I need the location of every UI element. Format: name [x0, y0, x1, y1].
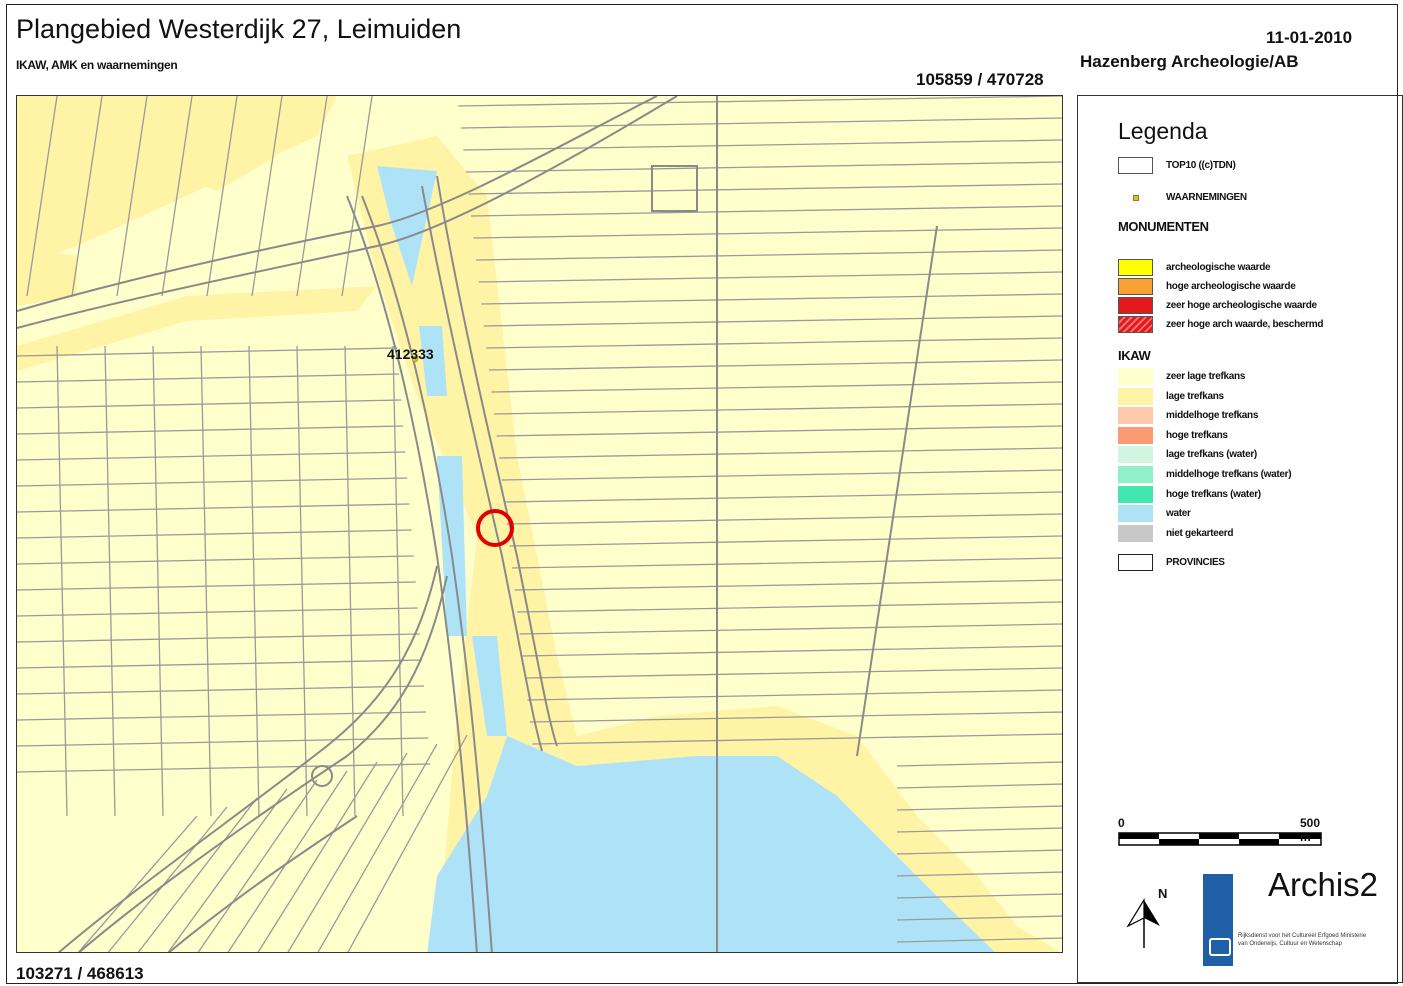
agency-text: Rijksdienst voor het Cultureel Erfgoed M… — [1238, 933, 1367, 947]
rce-logo-icon — [1203, 874, 1233, 966]
archis-brand: Archis2 — [1268, 866, 1379, 903]
legend-label: water — [1166, 508, 1191, 520]
legend-heading-ikaw: IKAW — [1118, 348, 1151, 363]
legend-label: archeologische waarde — [1166, 262, 1271, 273]
organization-label: Hazenberg Archeologie/AB — [1080, 52, 1299, 71]
parcel-lines-west — [17, 96, 468, 952]
legend-swatch — [1118, 407, 1153, 425]
legend-item-ikaw: hoge trefkans — [1118, 426, 1228, 445]
legend-label: zeer hoge archeologische waarde — [1166, 300, 1317, 311]
map-frame — [6, 4, 1398, 984]
legend-item-ikaw: middelhoge trefkans (water) — [1118, 465, 1292, 484]
coordinate-bottom-left: 103271 / 468613 — [16, 964, 144, 983]
legend-item-ikaw: hoge trefkans (water) — [1118, 485, 1261, 504]
coordinate-top-right: 105859 / 470728 — [916, 70, 1044, 89]
legend-item-ikaw: zeer lage trefkans — [1118, 367, 1245, 386]
legend-swatch — [1118, 387, 1153, 405]
legend-swatch-hatched — [1118, 316, 1153, 333]
legend-label: hoge archeologische waarde — [1166, 281, 1296, 292]
legend-swatch — [1118, 485, 1153, 503]
scale-bar: 0 500 m — [1118, 816, 1322, 846]
legend-swatch — [1118, 426, 1153, 444]
legend-swatch — [1118, 157, 1153, 174]
north-label: N — [1158, 886, 1168, 901]
legend-swatch — [1118, 278, 1153, 295]
map-title: Plangebied Westerdijk 27, Leimuiden — [16, 14, 462, 44]
legend-swatch — [1118, 446, 1153, 464]
roundabout-icon — [311, 765, 333, 787]
north-arrow-icon: N — [1124, 886, 1174, 955]
map-subtitle: IKAW, AMK en waarnemingen — [16, 58, 178, 72]
legend-swatch — [1118, 505, 1153, 523]
legend-item-monument: zeer hoge archeologische waarde — [1118, 296, 1317, 315]
legend-label: hoge trefkans — [1166, 429, 1228, 441]
legend-label: lage trefkans — [1166, 390, 1224, 402]
legend-item-provincies: PROVINCIES — [1118, 553, 1225, 572]
legend-swatch — [1118, 297, 1153, 314]
observation-label: 412333 — [387, 346, 434, 362]
legend-item-monument: hoge archeologische waarde — [1118, 277, 1296, 296]
water-zones — [377, 166, 995, 952]
map-date: 11-01-2010 — [1266, 28, 1353, 47]
scale-end: 500 m — [1300, 816, 1321, 844]
legend-label: zeer lage trefkans — [1166, 371, 1246, 382]
parcel-lines-east — [458, 96, 1062, 943]
legend-label: niet gekarteerd — [1166, 527, 1234, 539]
legend-label: middelhoge trefkans — [1166, 410, 1259, 422]
scale-bar-graphic — [1118, 832, 1322, 846]
legend-swatch — [1118, 524, 1153, 542]
legend-swatch — [1118, 466, 1153, 483]
plan-area-marker[interactable] — [476, 509, 514, 547]
legend-item-top10: TOP10 ((c)TDN) — [1118, 156, 1236, 175]
legend-item-ikaw: niet gekarteerd — [1118, 524, 1234, 543]
legend-title: Legenda — [1118, 118, 1208, 144]
legend-item-ikaw: water — [1118, 504, 1191, 523]
legend-swatch — [1118, 259, 1153, 276]
legend-label: WAARNEMINGEN — [1166, 192, 1247, 203]
legend-swatch — [1118, 368, 1153, 385]
legend-item-monument: archeologische waarde — [1118, 258, 1271, 277]
legend-heading-monumenten: MONUMENTEN — [1118, 219, 1209, 234]
legend-panel: Legenda TOP10 ((c)TDN) WAARNEMINGEN MONU… — [1077, 95, 1403, 983]
legend-label: lage trefkans (water) — [1166, 449, 1257, 461]
roads — [17, 96, 938, 952]
legend-swatch — [1118, 554, 1153, 571]
legend-item-ikaw: middelhoge trefkans — [1118, 406, 1258, 425]
legend-label: zeer hoge arch waarde, beschermd — [1166, 319, 1324, 330]
legend-item-ikaw: lage trefkans — [1118, 387, 1224, 406]
map-svg — [17, 96, 1062, 952]
waarneming-point-icon[interactable] — [411, 355, 419, 363]
legend-item-waarnemingen: WAARNEMINGEN — [1118, 188, 1247, 207]
building-outline — [651, 165, 698, 212]
map-canvas[interactable]: 412333 — [16, 95, 1063, 953]
legend-label: hoge trefkans (water) — [1166, 488, 1261, 500]
legend-item-monument: zeer hoge arch waarde, beschermd — [1118, 315, 1323, 334]
legend-label: middelhoge trefkans (water) — [1166, 469, 1292, 480]
scale-start: 0 — [1118, 816, 1125, 830]
legend-label: PROVINCIES — [1166, 557, 1225, 568]
legend-label: TOP10 ((c)TDN) — [1166, 160, 1236, 171]
point-symbol-icon — [1118, 194, 1153, 201]
legend-item-ikaw: lage trefkans (water) — [1118, 445, 1257, 464]
